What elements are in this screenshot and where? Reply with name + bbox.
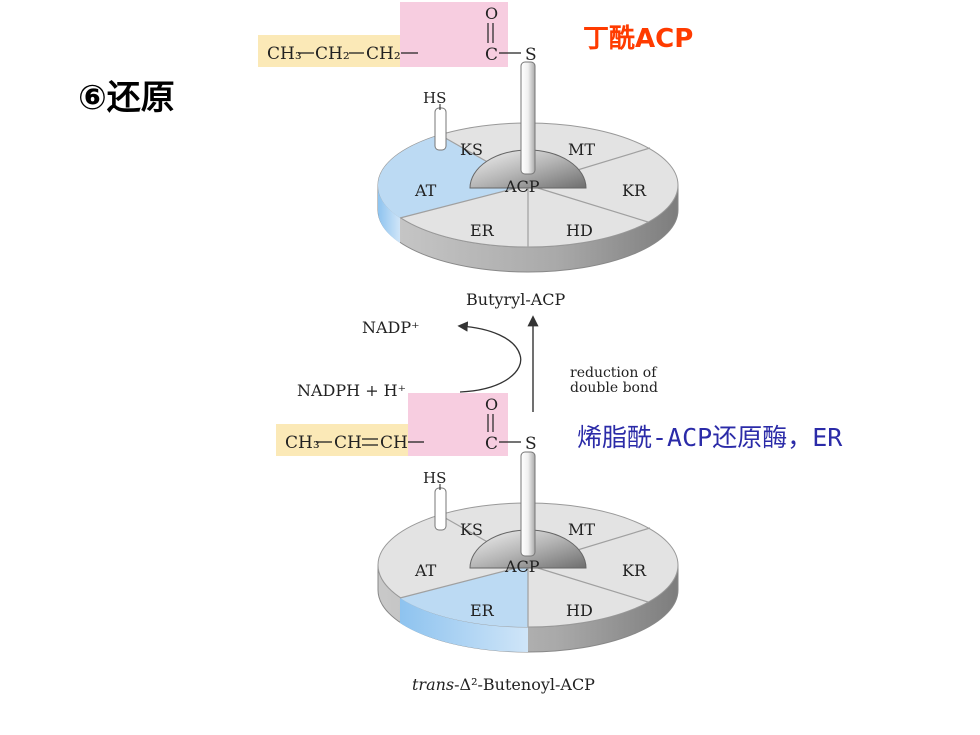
chain-highlight [276, 424, 408, 456]
sector-mt: MT [568, 520, 595, 539]
atom-ch2: CH₂ [366, 44, 401, 64]
sector-ks: KS [460, 520, 483, 539]
sector-mt: MT [568, 140, 595, 159]
top-molecule: CH₃ CH₂ CH₂ O C S [258, 2, 537, 67]
sector-er: ER [470, 601, 495, 620]
sector-at: AT [414, 181, 437, 200]
disk-rim-highlight [400, 598, 528, 653]
carbonyl-highlight [408, 393, 508, 456]
atom-ch3: CH₃ [267, 44, 302, 64]
disk-caption: Butyryl-ACP [466, 290, 566, 309]
cofactor-arrow [457, 321, 522, 393]
atom-o: O [485, 395, 498, 414]
hub-label: ACP [504, 557, 540, 576]
acp-arm [520, 451, 536, 557]
ks-arm [434, 107, 447, 151]
hs-label: HS [423, 89, 446, 107]
hs-label: HS [423, 469, 446, 487]
atom-ch: CH [334, 433, 362, 453]
disk-caption: trans-Δ²-Butenoyl-ACP [412, 675, 595, 694]
step-title: ⑥还原 [78, 78, 175, 118]
hub-label: ACP [504, 177, 540, 196]
nadp-label: NADP⁺ [362, 318, 420, 337]
sector-at-highlight [377, 135, 528, 218]
reaction-arrows: NADP⁺ NADPH + H⁺ reduction of double bon… [297, 315, 658, 412]
sector-er: ER [470, 221, 495, 240]
sector-ks: KS [460, 140, 483, 159]
atom-c: C [485, 45, 498, 65]
chain-highlight [258, 35, 400, 67]
sector-hd: HD [566, 601, 593, 620]
bottom-molecule: CH₃ CH CH O C S [276, 393, 537, 456]
sector-at: AT [414, 561, 437, 580]
atom-c: C [485, 434, 498, 454]
atom-o: O [485, 4, 498, 23]
sector-er-highlight [400, 565, 528, 628]
bottom-fas-disk: ACP KS MT KR HD ER AT HS trans-Δ²-Buteno… [377, 451, 679, 694]
reaction-note-1: reduction of [570, 365, 658, 381]
enzyme-label: 烯脂酰-ACP还原酶，ER [577, 423, 843, 452]
atom-s: S [525, 45, 537, 65]
sector-kr: KR [622, 181, 647, 200]
atom-ch3: CH₃ [285, 433, 320, 453]
caption-rest: -Δ²-Butenoyl-ACP [454, 675, 595, 694]
atom-ch: CH [380, 433, 408, 453]
atom-ch2: CH₂ [315, 44, 350, 64]
atom-s: S [525, 434, 537, 454]
sector-kr: KR [622, 561, 647, 580]
carbonyl-highlight [400, 2, 508, 67]
disk-rim-highlight [377, 185, 400, 243]
sector-hd: HD [566, 221, 593, 240]
acp-arm [520, 61, 536, 175]
product-label: 丁酰ACP [583, 24, 694, 54]
reaction-note-2: double bond [570, 380, 658, 396]
ks-arm [434, 487, 447, 531]
top-fas-disk: ACP KS MT KR HD ER AT HS Butyryl-ACP [377, 61, 679, 309]
nadph-label: NADPH + H⁺ [297, 381, 406, 400]
caption-italic: trans [412, 675, 454, 694]
